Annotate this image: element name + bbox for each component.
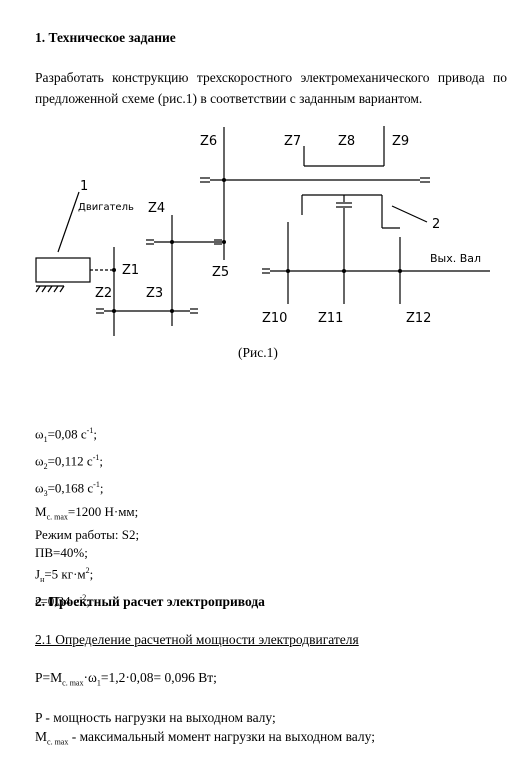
label-z5: Z5 xyxy=(212,265,229,280)
kinematic-scheme-figure: 1 Двигатель Z1 Z2 Z3 Z4 Z5 Z6 Z7 Z8 Z9 2… xyxy=(35,126,490,336)
parameter-list: ω1=0,08 с-1; ω2=0,112 с-1; ω3=0,168 с-1;… xyxy=(35,422,139,611)
section2-subtitle: 2.1 Определение расчетной мощности элект… xyxy=(35,632,359,647)
section1-title: 1. Техническое задание xyxy=(35,30,176,45)
label-1: 1 xyxy=(80,179,88,194)
label-output-shaft: Вых. Вал xyxy=(430,252,481,265)
param-epsilon: ε=0,34 с-2; xyxy=(35,593,90,609)
motor-body xyxy=(35,257,91,283)
definition-p: P - мощность нагрузки на выходном валу; xyxy=(35,710,276,725)
label-2: 2 xyxy=(432,217,440,232)
task-paragraph-line2: предложенной схеме (рис.1) в соответстви… xyxy=(35,91,423,106)
label-z12: Z12 xyxy=(406,311,431,326)
label-z9: Z9 xyxy=(392,134,409,149)
task-paragraph-line1: Разработать конструкцию трехскоростного … xyxy=(35,70,507,85)
param-omega2: ω2=0,112 с-1; xyxy=(35,452,103,471)
task-paragraph: Разработать конструкцию трехскоростного … xyxy=(35,67,507,109)
label-motor: Двигатель xyxy=(78,202,134,213)
label-z1: Z1 xyxy=(122,263,139,278)
param-omega1: ω1=0,08 с-1; xyxy=(35,426,97,444)
param-max-moment: Mc. max=1200 Н·мм; xyxy=(35,503,139,522)
label-z4: Z4 xyxy=(148,201,165,216)
figure-caption: (Рис.1) xyxy=(238,345,278,360)
label-z10: Z10 xyxy=(262,311,287,326)
label-z8: Z8 xyxy=(338,134,355,149)
label-z7: Z7 xyxy=(284,134,301,149)
section2-title: 2. Проектный расчет электропривода xyxy=(35,594,265,609)
power-formula: P=Mc. max·ω1=1,2·0,08= 0,096 Вт; xyxy=(35,670,217,688)
param-omega3: ω3=0,168 с-1; xyxy=(35,479,104,498)
label-z3: Z3 xyxy=(146,286,163,301)
definition-m: Mc. max - максимальный момент нагрузки н… xyxy=(35,729,375,747)
param-mode: Режим работы: S2; xyxy=(35,527,140,543)
param-duty-cycle: ПВ=40%; xyxy=(35,545,88,561)
param-inertia: Jн=5 кг·м2; xyxy=(35,566,94,585)
label-z2: Z2 xyxy=(95,286,112,301)
label-z11: Z11 xyxy=(318,311,343,326)
label-z6: Z6 xyxy=(200,134,217,149)
